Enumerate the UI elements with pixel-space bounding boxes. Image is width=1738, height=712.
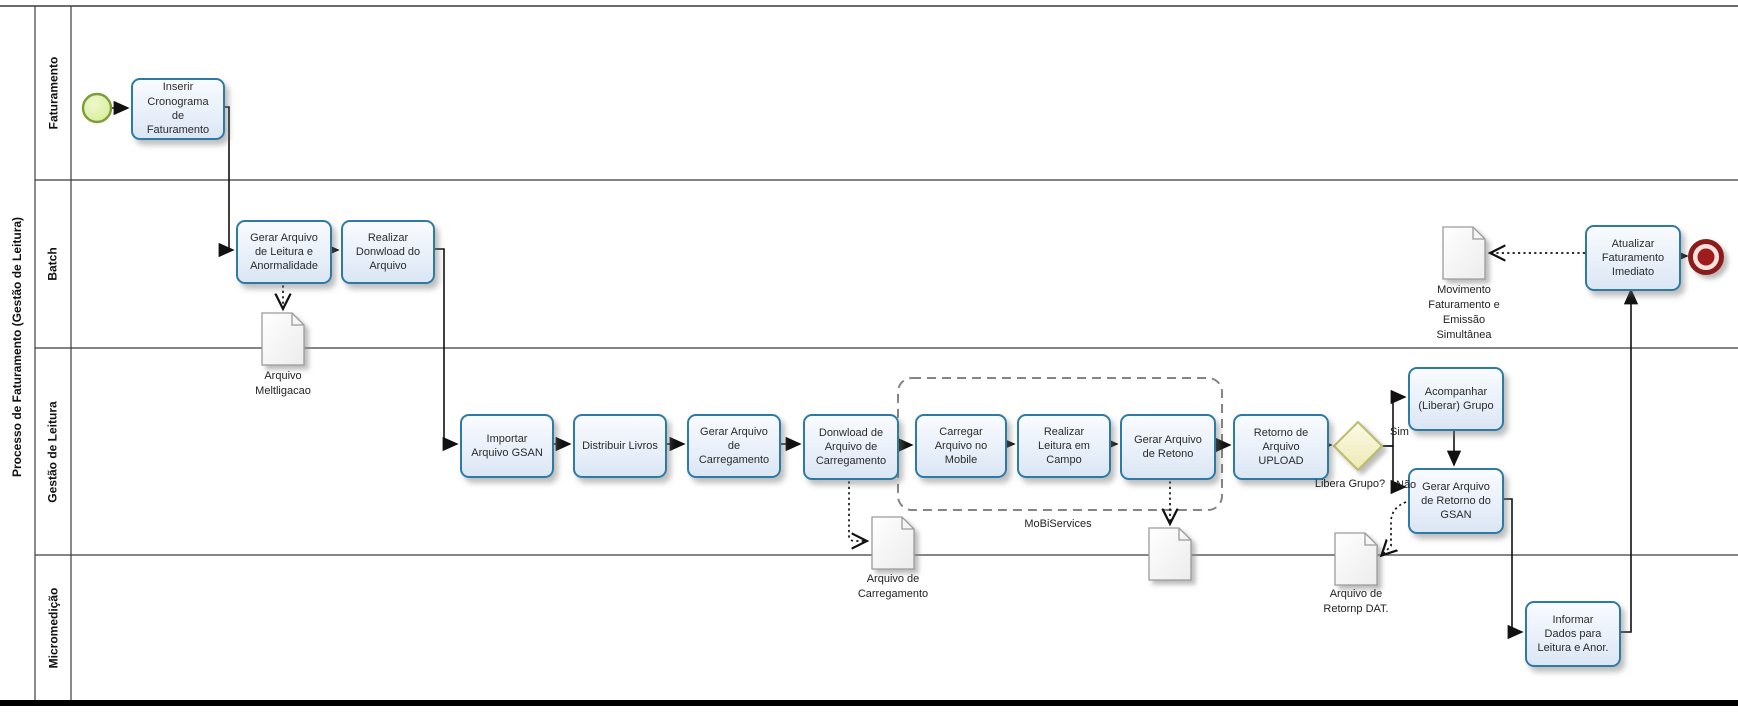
group-label-mobiservices: MoBiServices bbox=[1024, 518, 1092, 530]
task-label: Carregar Arquivo no Mobile bbox=[934, 425, 988, 467]
lane-batch[interactable]: Batch bbox=[35, 180, 71, 348]
task-acompanhar-liberar-grupo[interactable]: Acompanhar (Liberar) Grupo bbox=[1408, 367, 1504, 431]
task-label: Gerar Arquivo de Carregamento bbox=[698, 425, 770, 467]
task-gerar-arquivo-retono[interactable]: Gerar Arquivo de Retono bbox=[1120, 414, 1216, 480]
flow-gateway-nao-gerar-retorno[interactable] bbox=[1382, 445, 1407, 495]
task-importar-arquivo-gsan[interactable]: Importar Arquivo GSAN bbox=[460, 414, 554, 478]
lane-label-micromedicao: Micromedição bbox=[46, 587, 61, 668]
doc-movimento-faturamento[interactable] bbox=[1442, 226, 1486, 280]
doc-label-movimento: Movimento Faturamento e Emissão Simultân… bbox=[1428, 284, 1500, 341]
lane-label-faturamento: Faturamento bbox=[46, 56, 60, 130]
flow-gerar-retorno-informar[interactable] bbox=[1500, 498, 1524, 640]
gateway-label: Libera Grupo? bbox=[1314, 478, 1386, 490]
task-informar-dados-leitura[interactable]: Informar Dados para Leitura e Anor. bbox=[1525, 601, 1621, 667]
task-label: Atualizar Faturamento Imediato bbox=[1601, 237, 1665, 279]
doc-arquivo-retorno-dat[interactable] bbox=[1334, 532, 1378, 586]
doc-arquivo-carregamento[interactable] bbox=[871, 516, 915, 570]
libera-grupo-gateway[interactable] bbox=[1332, 420, 1384, 472]
task-label: Donwload de Arquivo de Carregamento bbox=[815, 426, 887, 468]
pool-header[interactable]: Processo de Faturamento (Gestão de Leitu… bbox=[0, 0, 35, 694]
gateway-no-label: Não bbox=[1396, 479, 1417, 491]
task-label: Importar Arquivo GSAN bbox=[471, 432, 543, 459]
task-gerar-arquivo-retorno-gsan[interactable]: Gerar Arquivo de Retorno do GSAN bbox=[1408, 468, 1504, 534]
pool-label: Processo de Faturamento (Gestão de Leitu… bbox=[10, 216, 25, 478]
task-label: Distribuir Livros bbox=[582, 439, 658, 452]
task-label: Realizar Donwload do Arquivo bbox=[355, 231, 421, 273]
pool-bottom-border bbox=[0, 700, 1738, 706]
task-label: Gerar Arquivo de Retono bbox=[1134, 433, 1202, 460]
task-label: Gerar Arquivo de Retorno do GSAN bbox=[1421, 480, 1491, 522]
task-realizar-leitura-campo[interactable]: Realizar Leitura em Campo bbox=[1017, 414, 1111, 478]
doc-retorno-mobile[interactable] bbox=[1148, 527, 1192, 581]
task-label: Gerar Arquivo de Leitura e Anormalidade bbox=[250, 231, 318, 273]
task-retorno-arquivo-upload[interactable]: Retorno de Arquivo UPLOAD bbox=[1233, 414, 1329, 480]
task-distribuir-livros[interactable]: Distribuir Livros bbox=[573, 414, 667, 478]
lane-micromedicao[interactable]: Micromedição bbox=[35, 555, 71, 700]
task-carregar-arquivo-mobile[interactable]: Carregar Arquivo no Mobile bbox=[915, 414, 1007, 478]
flow-informar-atualizar[interactable] bbox=[1617, 288, 1639, 633]
end-event[interactable] bbox=[1688, 239, 1724, 275]
assoc-download-doc-carregamento[interactable] bbox=[848, 476, 866, 541]
flow-inserir-gerar-leitura[interactable] bbox=[218, 106, 235, 258]
task-label: Informar Dados para Leitura e Anor. bbox=[1537, 613, 1609, 655]
lane-gestao-de-leitura[interactable]: Gestão de Leitura bbox=[35, 348, 71, 555]
task-download-arquivo-carregamento[interactable]: Donwload de Arquivo de Carregamento bbox=[803, 414, 899, 480]
task-gerar-arquivo-carregamento[interactable]: Gerar Arquivo de Carregamento bbox=[687, 414, 781, 478]
lane-label-batch: Batch bbox=[46, 247, 60, 281]
task-gerar-arquivo-leitura[interactable]: Gerar Arquivo de Leitura e Anormalidade bbox=[236, 220, 332, 284]
task-label: Retorno de Arquivo UPLOAD bbox=[1253, 426, 1309, 468]
doc-label-meltligacao: Arquivo Meltligacao bbox=[255, 370, 311, 397]
lane-label-gestao-de-leitura: Gestão de Leitura bbox=[46, 400, 60, 503]
lane-faturamento[interactable]: Faturamento bbox=[35, 6, 71, 180]
gateway-yes-label: Sim bbox=[1390, 426, 1409, 438]
task-realizar-download-arquivo[interactable]: Realizar Donwload do Arquivo bbox=[341, 220, 435, 284]
doc-label-carregamento: Arquivo de Carregamento bbox=[857, 573, 929, 600]
assoc-gerar-retorno-doc-retorno-dat[interactable] bbox=[1382, 501, 1407, 555]
doc-label-retorno-dat: Arquivo de Retornp DAT. bbox=[1323, 588, 1389, 615]
task-label: Inserir Cronograma de Faturamento bbox=[146, 81, 210, 137]
doc-arquivo-meltligacao[interactable] bbox=[261, 312, 305, 366]
task-atualizar-faturamento-imediato[interactable]: Atualizar Faturamento Imediato bbox=[1585, 225, 1681, 291]
task-label: Realizar Leitura em Campo bbox=[1038, 425, 1090, 467]
flow-download-importar[interactable] bbox=[431, 248, 459, 452]
start-event[interactable] bbox=[81, 92, 113, 124]
task-label: Acompanhar (Liberar) Grupo bbox=[1418, 385, 1494, 412]
task-inserir-cronograma[interactable]: Inserir Cronograma de Faturamento bbox=[131, 78, 225, 140]
